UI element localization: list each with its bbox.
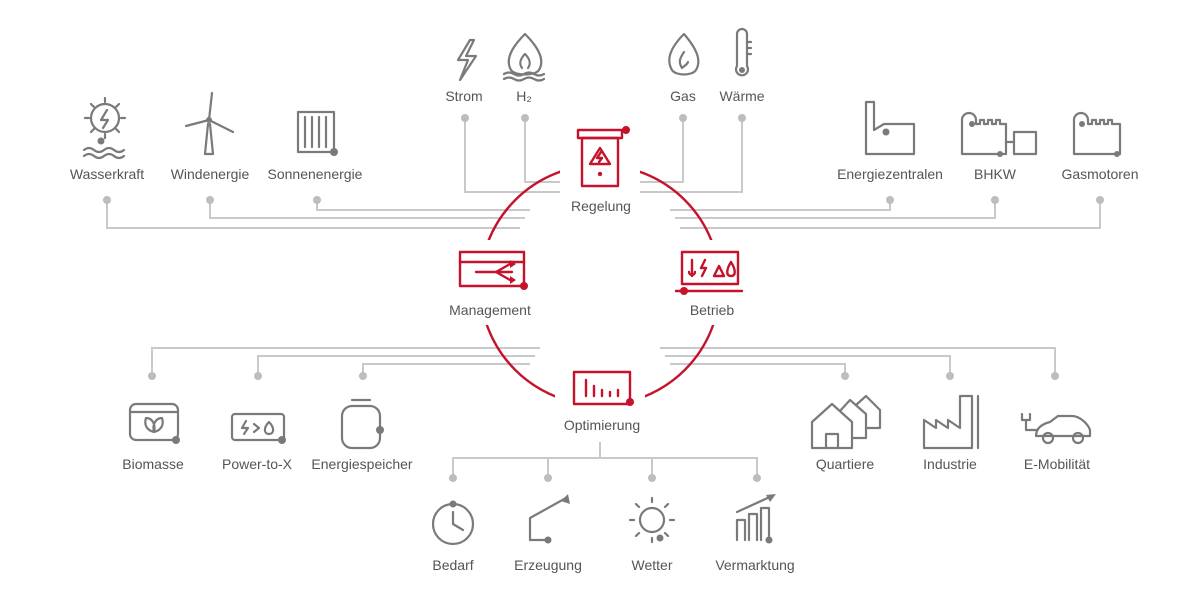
label-gas: Gas [670,88,696,104]
industrie-icon [922,394,980,450]
wetter-icon [628,496,676,544]
biomasse-icon [128,402,180,444]
label-betrieb: Betrieb [690,302,735,318]
vermarktung-icon [735,494,776,544]
label-h2: H₂ [516,88,532,104]
h2-icon [502,32,546,82]
management-icon [458,250,528,290]
label-e-mobilitaet: E-Mobilität [1024,456,1090,472]
label-bhkw: BHKW [974,166,1017,182]
label-industrie: Industrie [923,456,977,472]
gasmotoren-icon [1072,111,1122,157]
label-strom: Strom [445,88,482,104]
label-bedarf: Bedarf [432,557,473,573]
label-sonnenenergie: Sonnenenergie [268,166,363,182]
label-quartiere: Quartiere [816,456,875,472]
energiespeicher-icon [340,398,384,450]
label-energiezentralen: Energiezentralen [837,166,943,182]
labels: Wasserkraft Windenergie Sonnenenergie St… [70,88,1139,573]
label-energiespeicher: Energiespeicher [311,456,413,472]
label-management: Management [449,302,531,318]
bhkw-icon [960,111,1038,157]
label-vermarktung: Vermarktung [715,557,794,573]
quartiere-icon [810,394,882,450]
label-windenergie: Windenergie [171,166,250,182]
hub-circle [440,122,760,440]
label-waerme: Wärme [719,88,764,104]
connectors [103,114,1104,482]
strom-icon [456,38,478,82]
label-wetter: Wetter [632,557,673,573]
windenergie-icon [184,91,235,156]
gas-icon [668,32,700,76]
bedarf-icon [431,500,475,546]
energiezentralen-icon [864,100,916,156]
optimierung-icon [572,370,634,406]
wasserkraft-icon [82,96,127,160]
label-erzeugung: Erzeugung [514,557,582,573]
label-regelung: Regelung [571,198,631,214]
regelung-icon [576,126,630,188]
betrieb-icon [674,250,744,295]
label-gasmotoren: Gasmotoren [1061,166,1138,182]
sonnenenergie-icon [296,110,338,156]
label-power-to-x: Power-to-X [222,456,293,472]
erzeugung-icon [528,494,570,544]
power-to-x-icon [230,412,286,444]
label-optimierung: Optimierung [564,417,640,433]
waerme-icon [734,27,753,77]
label-biomasse: Biomasse [122,456,184,472]
e-mobilitaet-icon [1020,412,1092,445]
label-wasserkraft: Wasserkraft [70,166,144,182]
